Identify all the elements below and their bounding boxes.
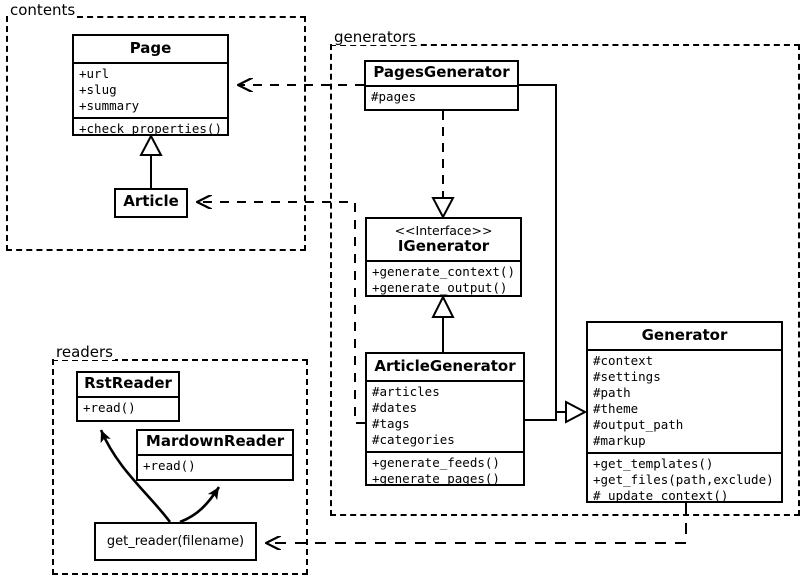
dependency-articlegenerator-to-article <box>197 202 365 424</box>
operation: +read() <box>83 400 136 415</box>
attribute: #context <box>593 353 654 368</box>
attribute: +slug <box>79 82 117 97</box>
package-readers-border <box>52 359 308 575</box>
class-articlegenerator-operations: +generate_feeds() +generate_pages() <box>367 451 523 490</box>
class-articlegenerator-name: ArticleGenerator <box>374 357 516 375</box>
class-page-name: Page <box>129 39 172 57</box>
operation: +check_properties() <box>79 121 222 136</box>
create-arrow-get-reader-to-rstreader <box>99 429 172 523</box>
generalization-article-to-page <box>139 133 163 188</box>
operation: +get_files(path,exclude) <box>593 472 774 487</box>
class-rstreader-name: RstReader <box>84 374 172 392</box>
generalization-articlegenerator-to-igenerator <box>431 294 455 352</box>
attribute: #tags <box>372 416 410 431</box>
class-igenerator-stereotype: <<Interface>> <box>394 223 493 238</box>
class-mardownreader[interactable]: MardownReader +read() <box>136 429 294 481</box>
class-rstreader-operations: +read() <box>78 396 178 419</box>
attribute: #output_path <box>593 417 684 432</box>
class-generator-operations: +get_templates() +get_files(path,exclude… <box>588 452 781 507</box>
attribute: #categories <box>372 432 455 447</box>
attribute: #theme <box>593 401 639 416</box>
operation: +read() <box>143 458 196 473</box>
package-readers-label: readers <box>54 343 115 361</box>
class-mardownreader-operations: +read() <box>138 454 292 477</box>
attribute: #markup <box>593 433 646 448</box>
class-articlegenerator-attributes: #articles #dates #tags #categories <box>367 380 523 451</box>
generalization-generators-to-generator <box>519 84 588 424</box>
dependency-generator-to-get-reader <box>266 503 687 543</box>
package-contents-border <box>6 16 306 251</box>
class-pagesgenerator[interactable]: PagesGenerator #pages <box>364 60 519 111</box>
package-generators-border <box>330 44 800 516</box>
class-pagesgenerator-attributes: #pages <box>366 85 517 108</box>
operation: +generate_pages() <box>372 471 500 486</box>
create-arrow-get-reader-to-mardownreader <box>179 486 221 524</box>
package-contents-label: contents <box>8 1 78 19</box>
class-generator-name: Generator <box>641 326 728 344</box>
class-generator[interactable]: Generator #context #settings #path #them… <box>586 321 783 503</box>
operation: +generate_context() <box>372 264 515 279</box>
class-page[interactable]: Page +url +slug +summary +check_properti… <box>72 34 229 136</box>
attribute: #articles <box>372 384 440 399</box>
class-article-name: Article <box>123 192 179 210</box>
package-generators-label: generators <box>332 28 418 46</box>
class-generator-attributes: #context #settings #path #theme #output_… <box>588 349 781 452</box>
class-rstreader[interactable]: RstReader +read() <box>76 371 180 422</box>
operation: +generate_feeds() <box>372 455 500 470</box>
operation: +get_templates() <box>593 456 714 471</box>
function-node-get-reader[interactable]: get_reader(filename) <box>94 522 257 561</box>
class-page-operations: +check_properties() <box>74 117 227 140</box>
class-pagesgenerator-name: PagesGenerator <box>373 63 510 81</box>
attribute: #settings <box>593 369 661 384</box>
attribute: +summary <box>79 98 140 113</box>
class-mardownreader-name: MardownReader <box>145 432 285 450</box>
attribute: +url <box>79 66 110 81</box>
class-igenerator-name: IGenerator <box>397 237 490 255</box>
class-page-attributes: +url +slug +summary <box>74 62 227 117</box>
operation: #_update_context() <box>593 488 729 503</box>
class-igenerator-operations: +generate_context() +generate_output() <box>367 260 520 299</box>
operation: +generate_output() <box>372 280 508 295</box>
attribute: #path <box>593 385 631 400</box>
attribute: #pages <box>371 89 417 104</box>
attribute: #dates <box>372 400 418 415</box>
class-articlegenerator[interactable]: ArticleGenerator #articles #dates #tags … <box>365 352 525 486</box>
realization-pagesgenerator-to-igenerator <box>431 111 455 220</box>
function-node-label: get_reader(filename) <box>106 534 245 549</box>
class-article[interactable]: Article <box>114 188 188 218</box>
class-igenerator[interactable]: <<Interface>> IGenerator +generate_conte… <box>365 217 522 297</box>
